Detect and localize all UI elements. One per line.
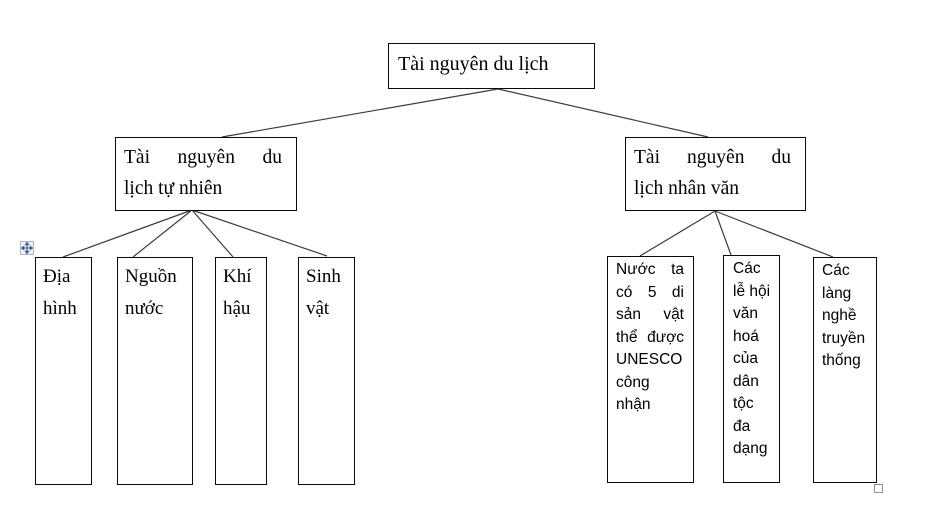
leaf-le-hoi-label: Các lễ hội văn hoá của dân tộc đa dạng [733, 260, 771, 457]
leaf-lang-nghe-label: Các làng nghề truyền thống [822, 262, 866, 369]
leaf-unesco-label: Nước ta có 5 di sản vật thể được UNESCO … [616, 261, 684, 413]
leaf-sinh-vat-label: Sinh vật [306, 266, 341, 319]
leaf-nguon-nuoc-label: Nguồn nước [125, 266, 177, 319]
connector-line [497, 88, 709, 138]
branch-natural-box[interactable]: Tài nguyên du lịch tự nhiên [115, 137, 297, 211]
resize-handle-icon[interactable] [874, 484, 883, 493]
root-node-box[interactable]: Tài nguyên du lịch [388, 43, 595, 89]
connector-line [191, 209, 234, 258]
connector-line [714, 210, 834, 258]
branch-cultural-box[interactable]: Tài nguyên du lịch nhân văn [625, 137, 806, 211]
leaf-nguon-nuoc-box[interactable]: Nguồn nước [117, 257, 193, 485]
connector-line [639, 210, 716, 257]
connector-line [221, 88, 499, 138]
branch-cultural-label-line2: lịch nhân văn [634, 178, 740, 199]
leaf-khi-hau-box[interactable]: Khí hậu [215, 257, 267, 485]
leaf-dia-hinh-box[interactable]: Địa hình [35, 257, 92, 485]
connector-line [62, 209, 193, 258]
connector-line [191, 209, 328, 257]
connector-line [132, 209, 193, 258]
leaf-le-hoi-box[interactable]: Các lễ hội văn hoá của dân tộc đa dạng [723, 255, 780, 483]
branch-cultural-label-line1: Tài nguyên du [634, 147, 791, 168]
leaf-lang-nghe-box[interactable]: Các làng nghề truyền thống [813, 257, 877, 483]
move-icon [21, 242, 33, 254]
leaf-sinh-vat-box[interactable]: Sinh vật [298, 257, 355, 485]
leaf-khi-hau-label: Khí hậu [223, 266, 252, 319]
branch-natural-label-line1: Tài nguyên du [124, 147, 282, 168]
leaf-dia-hinh-label: Địa hình [43, 266, 77, 319]
connector-line [714, 210, 732, 256]
object-move-handle[interactable] [20, 241, 34, 255]
leaf-unesco-box[interactable]: Nước ta có 5 di sản vật thể được UNESCO … [607, 256, 694, 483]
branch-natural-label-line2: lịch tự nhiên [124, 178, 223, 199]
root-node-label: Tài nguyên du lịch [398, 53, 549, 75]
